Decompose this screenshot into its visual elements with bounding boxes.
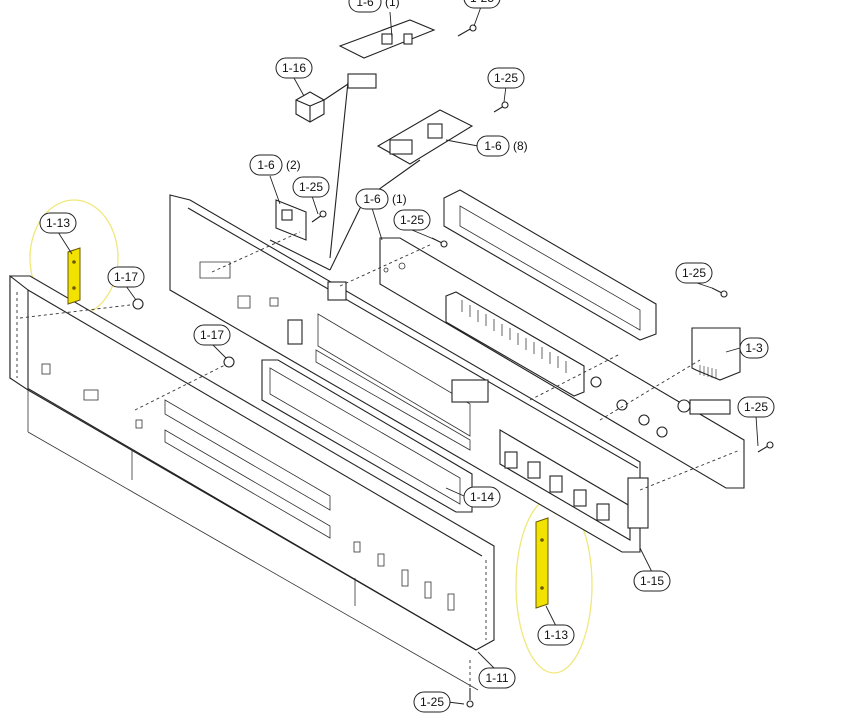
rear-bracket: [443, 189, 657, 341]
knob-1-16: [295, 73, 377, 123]
callout: 1-13: [39, 212, 77, 234]
callout-label: 1-13: [46, 216, 70, 230]
callout: 1-6 (1): [355, 188, 407, 210]
highlighted-part-1-13-right: [535, 517, 549, 609]
callout-qty: (8): [513, 139, 528, 153]
board-1-6-2: [275, 199, 307, 241]
callout-label: 1-17: [114, 270, 138, 284]
main-board-1-6: [379, 237, 745, 489]
callout-qty: (1): [392, 192, 407, 206]
callout: 1-6 (2): [249, 154, 301, 176]
callout-qty: (1): [385, 0, 400, 9]
callout: 1-25: [737, 396, 775, 418]
callout: 1-14: [463, 486, 501, 508]
callout: 1-6 (8): [476, 135, 528, 157]
callout: 1-25: [463, 0, 501, 9]
callout-label: 1-25: [744, 400, 768, 414]
inner-chassis: [169, 194, 649, 553]
callout-label: 1-16: [282, 61, 306, 75]
callout: 1-25: [675, 262, 713, 284]
callout: 1-17: [107, 266, 145, 288]
flat-cable-1-3: [691, 327, 741, 381]
callout-label: 1-25: [299, 180, 323, 194]
callout: 1-25: [393, 209, 431, 231]
callout: 1-25: [487, 67, 525, 89]
callout-label: 1-6: [356, 0, 374, 9]
window-1-14: [261, 359, 473, 513]
screw-parts: [132, 24, 774, 708]
callout: 1-25: [292, 176, 330, 198]
callout-label: 1-6: [363, 192, 381, 206]
callout-label: 1-6: [257, 158, 275, 172]
callout-label: 1-6: [484, 139, 502, 153]
front-panel-1-11: [9, 274, 495, 691]
callout-label: 1-11: [485, 671, 508, 685]
callout-label: 1-25: [420, 695, 444, 709]
callout-label: 1-14: [470, 490, 494, 504]
callout-label: 1-15: [640, 574, 664, 588]
callout-label: 1-25: [470, 0, 494, 5]
callout-qty: (2): [286, 158, 301, 172]
callout-label: 1-25: [682, 266, 706, 280]
callout: 1-15: [633, 570, 671, 592]
callout: 1-3: [739, 337, 769, 359]
callout: 1-6 (1): [348, 0, 400, 13]
callout-label: 1-25: [494, 71, 518, 85]
board-1-6-8: [376, 109, 474, 165]
callout: 1-17: [193, 324, 231, 346]
callout-label: 1-17: [200, 328, 224, 342]
callout-label: 1-25: [400, 213, 424, 227]
callout: 1-25: [413, 691, 451, 713]
callout-label: 1-3: [745, 341, 763, 355]
highlighted-part-1-13-left: [67, 247, 81, 305]
callout: 1-16: [275, 57, 313, 79]
callout-label: 1-13: [544, 628, 568, 642]
callout: 1-11: [478, 667, 516, 689]
callout: 1-13: [537, 624, 575, 646]
board-1-6-top: [338, 19, 436, 59]
